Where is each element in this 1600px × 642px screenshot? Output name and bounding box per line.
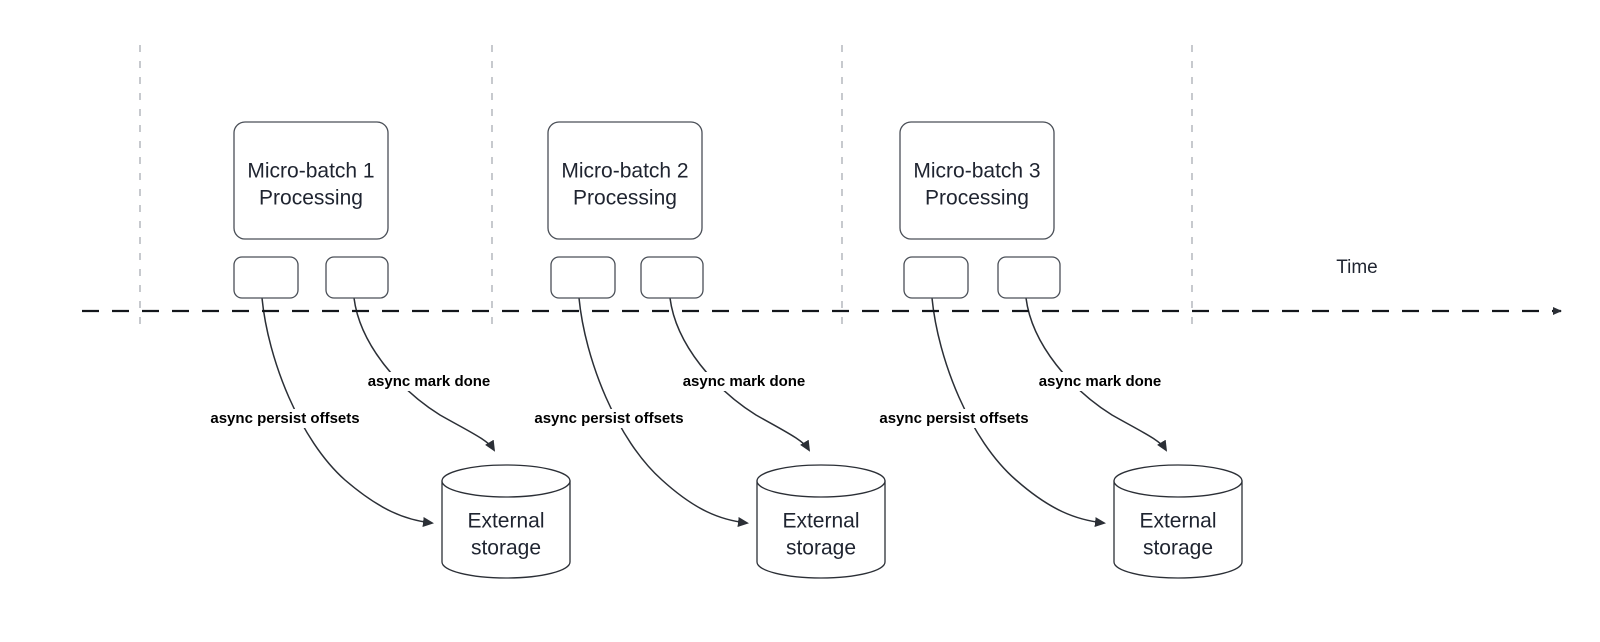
- persist-offsets-task-3[interactable]: [903, 256, 969, 299]
- external-storage-subtitle-1: storage: [471, 537, 541, 560]
- edge-label-backdrop: [1037, 372, 1163, 391]
- edge-label-backdrop: [681, 372, 807, 391]
- micro-batch-subtitle-3: Processing: [925, 187, 1029, 210]
- edge-label-backdrop: [366, 372, 492, 391]
- edge-label-async-persist-offsets-1: async persist offsets: [210, 410, 359, 427]
- persist-offsets-task-2[interactable]: [550, 256, 616, 299]
- external-storage-title-2: External: [782, 510, 859, 533]
- persist-offsets-task-1[interactable]: [233, 256, 299, 299]
- edge-label-async-mark-done-1: async mark done: [368, 373, 491, 390]
- micro-batch-title-3: Micro-batch 3: [913, 160, 1040, 183]
- external-storage-cylinder-top-1: [441, 464, 571, 498]
- external-storage-subtitle-3: storage: [1143, 537, 1213, 560]
- edge-label-async-mark-done-3: async mark done: [1039, 373, 1162, 390]
- external-storage-cylinder-body-2[interactable]: [756, 480, 886, 579]
- mark-done-task-1[interactable]: [325, 256, 389, 299]
- edge-label-async-persist-offsets-3: async persist offsets: [879, 410, 1028, 427]
- external-storage-title-1: External: [467, 510, 544, 533]
- micro-batch-subtitle-2: Processing: [573, 187, 677, 210]
- flow-curves-layer: [261, 297, 1168, 528]
- external-storage-cylinder-body-1[interactable]: [441, 480, 571, 579]
- edge-async-persist-offsets-group-3: [931, 297, 1106, 528]
- edge-label-async-mark-done-2: async mark done: [683, 373, 806, 390]
- edge-labels-layer: async persist offsets async mark done asyn…: [199, 372, 1163, 428]
- external-storage-subtitle-2: storage: [786, 537, 856, 560]
- mark-done-task-3[interactable]: [997, 256, 1061, 299]
- edge-async-mark-done-group-3: [1025, 297, 1168, 452]
- external-storage-cylinder-body-3[interactable]: [1113, 480, 1243, 579]
- edge-async-mark-done-group-1: [353, 297, 496, 452]
- micro-batch-title-1: Micro-batch 1: [247, 160, 374, 183]
- edge-async-persist-offsets-group-1: [261, 297, 434, 527]
- micro-batch-subtitle-1: Processing: [259, 187, 363, 210]
- edge-label-backdrop: [868, 409, 1040, 428]
- edge-label-backdrop: [523, 409, 695, 428]
- edge-label-async-persist-offsets-2: async persist offsets: [534, 410, 683, 427]
- external-storage-cylinder-top-2: [756, 464, 886, 498]
- micro-batch-box-3[interactable]: [899, 121, 1055, 240]
- micro-batch-title-2: Micro-batch 2: [561, 160, 688, 183]
- external-storage-title-3: External: [1139, 510, 1216, 533]
- edge-async-persist-offsets-group-2: [578, 297, 749, 527]
- mark-done-task-2[interactable]: [640, 256, 704, 299]
- time-axis-label: Time: [1336, 257, 1378, 278]
- edge-async-mark-done-group-2: [669, 297, 811, 452]
- edge-label-backdrop: [199, 409, 371, 428]
- external-storage-cylinder-top-3: [1113, 464, 1243, 498]
- micro-batch-box-1[interactable]: [233, 121, 389, 240]
- micro-batch-box-2[interactable]: [547, 121, 703, 240]
